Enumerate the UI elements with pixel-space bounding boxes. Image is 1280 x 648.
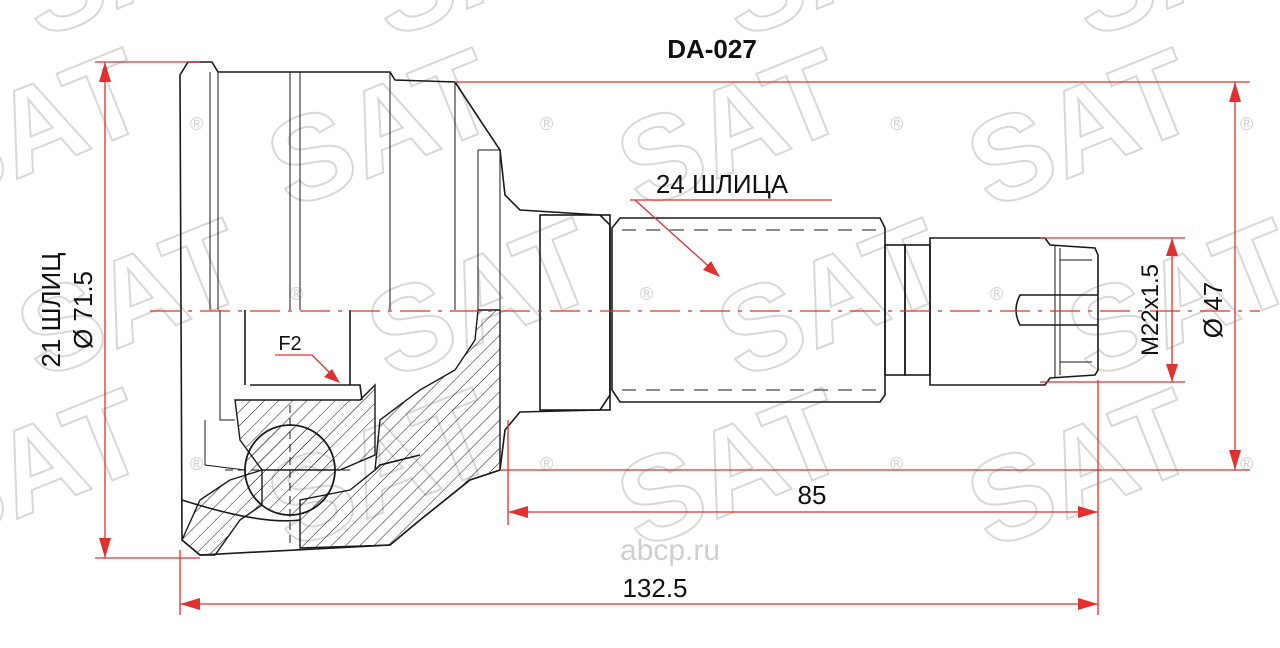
part-number-title: DA-027 bbox=[667, 34, 757, 64]
arrow-down bbox=[99, 538, 111, 558]
brand-watermark: SAT bbox=[700, 193, 964, 404]
registered-mark-watermark: ® bbox=[1240, 114, 1253, 134]
site-logo-watermark: abcp.ru bbox=[620, 534, 720, 567]
registered-mark-watermark: ® bbox=[890, 114, 903, 134]
ring-mark-label: F2 bbox=[278, 333, 301, 355]
housing-curve bbox=[181, 499, 301, 522]
brand-watermark: SAT bbox=[0, 23, 164, 234]
dimensions bbox=[95, 61, 1260, 615]
inner-edge bbox=[374, 454, 421, 471]
arrow-up bbox=[99, 62, 111, 82]
registered-mark-watermark: ® bbox=[1240, 454, 1253, 474]
seal-diameter-label: Ø 47 bbox=[1198, 282, 1228, 338]
arrow-left bbox=[508, 506, 528, 518]
registered-mark-watermark: ® bbox=[540, 454, 553, 474]
brand-watermark: SAT bbox=[950, 363, 1214, 574]
inner-race bbox=[244, 310, 351, 385]
total-length-label: 132.5 bbox=[622, 573, 687, 603]
brand-watermark: SAT bbox=[250, 23, 514, 234]
arrow-up bbox=[1166, 238, 1178, 256]
registered-mark-watermark: ® bbox=[190, 454, 203, 474]
arrow-down bbox=[1229, 450, 1241, 470]
cotter-slot bbox=[1015, 294, 1098, 326]
arrow-right bbox=[1078, 598, 1098, 610]
shaft-length-label: 85 bbox=[798, 480, 827, 510]
leader-line bbox=[634, 199, 716, 273]
outer-splines-label: 21 ШЛИЦ bbox=[36, 253, 66, 368]
labels: 21 ШЛИЦ Ø 71.5 24 ШЛИЦА M22x1.5 Ø 47 85 … bbox=[36, 169, 1228, 603]
thread-label: M22x1.5 bbox=[1137, 264, 1164, 356]
arrow-down bbox=[1166, 364, 1178, 382]
arrow-right bbox=[1078, 506, 1098, 518]
brand-watermark: SAT bbox=[950, 23, 1214, 234]
hatched-section-housing bbox=[299, 309, 501, 549]
inner-splines-label: 24 ШЛИЦА bbox=[656, 169, 789, 199]
outer-diameter-label: Ø 71.5 bbox=[68, 271, 98, 349]
registered-mark-watermark: ® bbox=[990, 284, 1003, 304]
arrow-left bbox=[180, 598, 200, 610]
cv-joint-outline bbox=[179, 61, 1099, 556]
spline-section bbox=[611, 217, 886, 403]
watermark-layer: SAT®SAT®SAT®SAT®SAT®SAT®SAT®SAT®SAT®SAT®… bbox=[0, 0, 1280, 575]
threaded-end bbox=[929, 237, 1099, 386]
registered-mark-watermark: ® bbox=[190, 114, 203, 134]
leader-arrow bbox=[703, 261, 720, 277]
shaft-collar bbox=[539, 214, 611, 411]
arrow-up bbox=[1229, 82, 1241, 102]
housing-inner bbox=[204, 310, 246, 471]
registered-mark-watermark: ® bbox=[640, 284, 653, 304]
inner-race bbox=[250, 384, 363, 401]
registered-mark-watermark: ® bbox=[890, 454, 903, 474]
brand-watermark: SAT bbox=[0, 363, 164, 574]
registered-mark-watermark: ® bbox=[540, 114, 553, 134]
leader-arrow bbox=[324, 369, 340, 383]
registered-mark-watermark: ® bbox=[290, 284, 303, 304]
